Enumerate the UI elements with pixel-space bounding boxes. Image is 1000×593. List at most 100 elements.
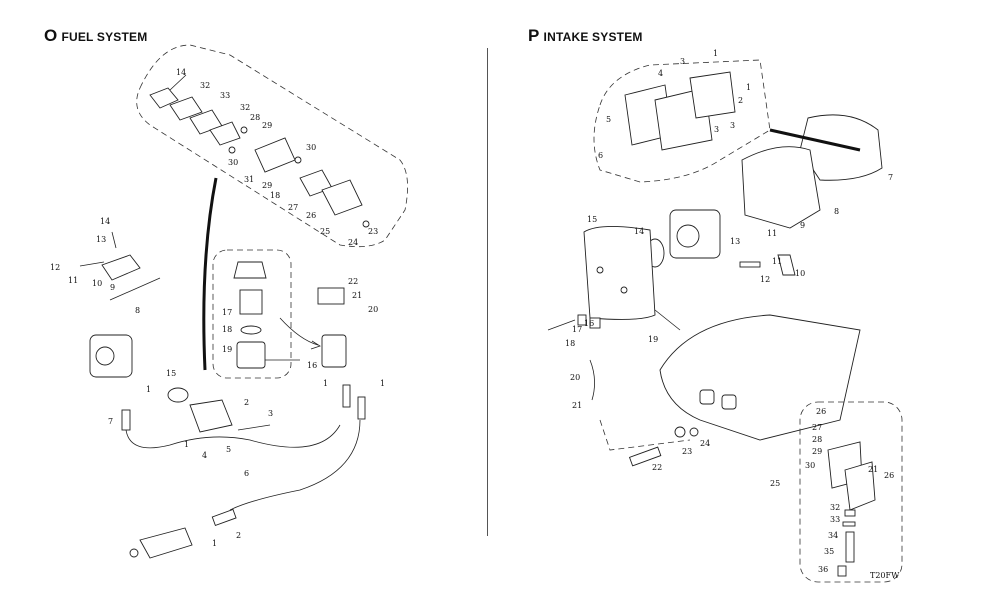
intake-callout-36: 36 [818,565,828,574]
fuel-callout-14: 14 [176,68,186,77]
fuel-callout-18: 18 [270,191,280,200]
fuel-callout-30: 30 [306,143,316,152]
fuel-enrichment-group-outline [799,401,903,583]
fuel-callout-labels: 1432333228293031291830272625242314131211… [50,68,385,548]
intake-callout-8: 8 [834,207,839,216]
intake-callout-1: 1 [746,83,751,92]
fuel-callout-25: 25 [320,227,330,236]
fuel-callout-15: 15 [166,369,176,378]
fuel-callout-23: 23 [368,227,378,236]
engine-crankcase [659,314,861,441]
fuel-filter-group-outline [212,249,292,379]
intake-callout-21: 21 [572,401,582,410]
fuel-pump-plates [149,87,370,228]
section-name-fuel: FUEL SYSTEM [61,30,148,44]
intake-callout-3: 3 [714,125,719,134]
fuel-callout-6: 6 [244,469,249,478]
fuel-callout-32: 32 [200,81,210,90]
intake-callout-18: 18 [565,339,575,348]
fuel-callout-18: 18 [222,325,232,334]
fuel-callout-5: 5 [226,445,231,454]
enrichment-parts [827,441,876,577]
reed-valve-parts [624,71,883,229]
fuel-callout-29: 29 [262,181,272,190]
section-divider [487,48,488,536]
intake-callout-14: 14 [634,227,644,236]
intake-callout-4: 4 [658,69,663,78]
intake-callout-9: 9 [800,221,805,230]
fuel-callout-12: 12 [50,263,60,272]
intake-callout-26: 26 [884,471,894,480]
intake-callout-6: 6 [598,151,603,160]
intake-callout-21: 21 [868,465,878,474]
intake-callout-33: 33 [830,515,840,524]
intake-callout-26: 26 [816,407,826,416]
intake-callout-27: 27 [812,423,822,432]
fuel-system-drawing [79,44,408,559]
intake-callout-23: 23 [682,447,692,456]
intake-callout-19: 19 [648,335,658,344]
fuel-callout-2: 2 [244,398,249,407]
fuel-callout-28: 28 [250,113,260,122]
intake-bolts [547,254,796,401]
intake-callout-35: 35 [824,547,834,556]
intake-callout-13: 13 [730,237,740,246]
air-silencer-box [583,225,681,331]
intake-callout-11: 11 [772,257,782,266]
intake-callout-2: 2 [738,96,743,105]
intake-callout-29: 29 [812,447,822,456]
intake-callout-3: 3 [730,121,735,130]
fuel-callout-32: 32 [240,103,250,112]
fuel-callout-14: 14 [100,217,110,226]
fuel-callout-13: 13 [96,235,106,244]
fuel-pump-group-outline [136,44,408,248]
intake-callout-12: 12 [760,275,770,284]
intake-callout-30: 30 [805,461,815,470]
fuel-callout-17: 17 [222,308,232,317]
intake-callout-24: 24 [700,439,710,448]
carburetor-fuel [89,254,161,378]
fuel-callout-1: 1 [184,440,189,449]
intake-callout-17: 17 [572,325,582,334]
drawing-reference-mark: T20FW [870,571,900,580]
fuel-callout-19: 19 [222,345,232,354]
intake-callout-16: 16 [584,319,594,328]
fuel-callout-33: 33 [220,91,230,100]
fuel-filter-parts [233,261,267,369]
fuel-callout-2: 2 [236,531,241,540]
fuel-callout-11: 11 [68,276,78,285]
intake-callout-5: 5 [606,115,611,124]
fuel-callout-1: 1 [212,539,217,548]
fuel-callout-22: 22 [348,277,358,286]
fuel-callout-30: 30 [228,158,238,167]
intake-callout-7: 7 [888,173,893,182]
intake-callout-34: 34 [828,531,838,540]
fuel-callout-24: 24 [348,238,358,247]
intake-callout-25: 25 [770,479,780,488]
intake-callout-15: 15 [587,215,597,224]
fuel-callout-1: 1 [323,379,328,388]
section-letter-o: O [44,26,58,45]
intake-callout-20: 20 [570,373,580,382]
fuel-callout-31: 31 [244,175,254,184]
fuel-callout-3: 3 [268,409,273,418]
fuel-connector [129,527,193,559]
intake-assembly-arrow [769,128,861,152]
fuel-filter-assembly [279,287,347,368]
fuel-callout-4: 4 [202,451,207,460]
intake-callout-11: 11 [767,229,777,238]
intake-callout-3: 3 [680,57,685,66]
intake-system-drawing [547,59,903,583]
fuel-pump-body [167,387,233,433]
fuel-callout-10: 10 [92,279,102,288]
intake-callout-32: 32 [830,503,840,512]
intake-fittings [628,426,699,467]
fuel-callout-21: 21 [352,291,362,300]
fuel-hoses [121,384,366,527]
carburetor-intake [645,209,721,268]
